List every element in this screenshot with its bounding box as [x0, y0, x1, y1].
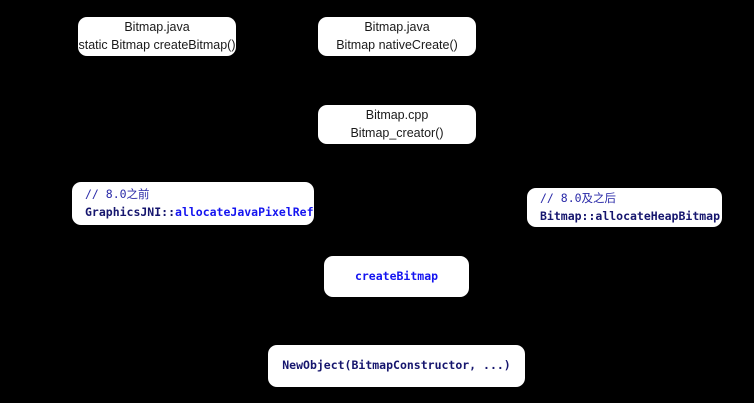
node-code-line: Bitmap::allocateHeapBitmap	[540, 208, 720, 226]
node-code-line: GraphicsJNI::allocateJavaPixelRef	[85, 204, 314, 222]
node-comment-after-8: // 8.0及之后	[540, 190, 617, 205]
code-method-name: allocateJavaPixelRef	[175, 204, 314, 219]
node-line-1: Bitmap.java	[364, 19, 430, 34]
code-namespace-prefix: GraphicsJNI::	[85, 204, 176, 219]
node-newobject-bitmapconstructor[interactable]: NewObject(BitmapConstructor, ...)	[268, 345, 525, 387]
node-line-1: Bitmap.cpp	[365, 107, 429, 122]
node-line-2: Bitmap_creator()	[350, 125, 444, 140]
node-code-line: NewObject(BitmapConstructor, ...)	[282, 358, 511, 373]
code-method-name: allocateHeapBitmap	[595, 208, 721, 223]
node-bitmap-java-nativecreate[interactable]: Bitmap.java Bitmap nativeCreate()	[318, 17, 476, 56]
node-createbitmap[interactable]: createBitmap	[324, 256, 469, 297]
node-bitmap-cpp-creator[interactable]: Bitmap.cpp Bitmap_creator()	[318, 105, 476, 144]
node-graphicsjni-allocatejavapixelref[interactable]: // 8.0之前 GraphicsJNI::allocateJavaPixelR…	[72, 182, 314, 225]
node-code-line: createBitmap	[354, 268, 439, 283]
node-bitmap-java-createbitmap[interactable]: Bitmap.java static Bitmap createBitmap()	[78, 17, 236, 56]
node-comment-before-8: // 8.0之前	[85, 186, 150, 201]
node-line-2: static Bitmap createBitmap()	[78, 37, 236, 52]
node-line-2: Bitmap nativeCreate()	[336, 37, 458, 52]
node-line-1: Bitmap.java	[124, 19, 190, 34]
node-bitmap-allocateheapbitmap[interactable]: // 8.0及之后 Bitmap::allocateHeapBitmap	[527, 188, 722, 227]
code-namespace-prefix: Bitmap::	[540, 208, 596, 223]
